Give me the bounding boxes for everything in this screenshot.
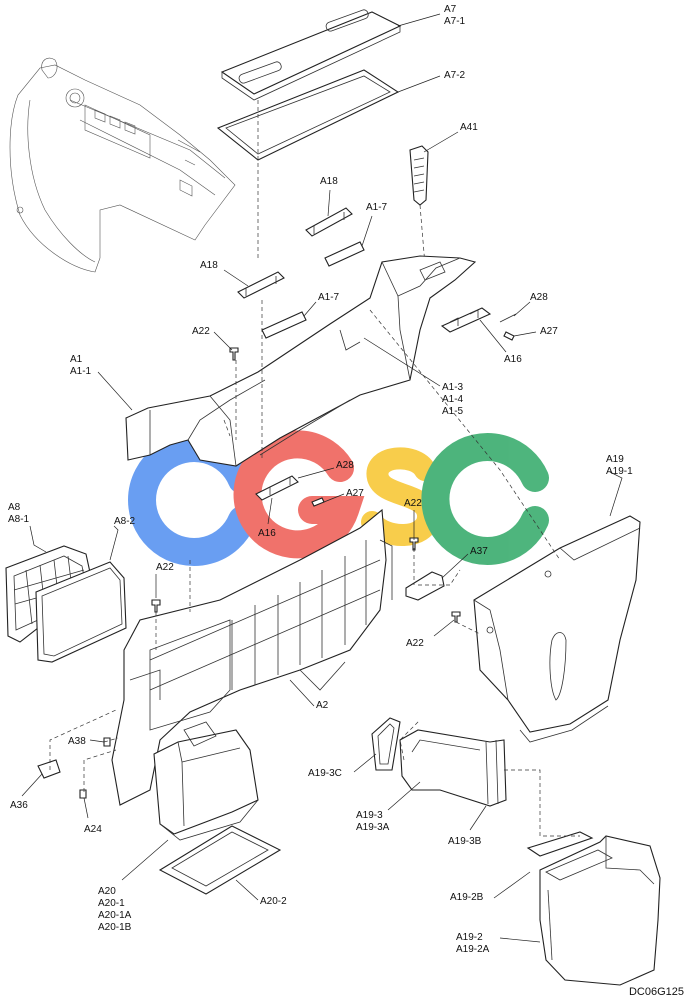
watermark <box>128 430 549 566</box>
part-a22-screw-right <box>451 611 461 623</box>
label-a36: A36 <box>10 800 28 811</box>
label-a1-7-top: A1-7 <box>366 202 388 213</box>
background-dashboard <box>9 57 236 273</box>
part-a22-screw-left <box>151 599 161 613</box>
drawing-code: DC06G125 <box>629 986 684 998</box>
part-a7-lid <box>220 9 402 101</box>
part-a18-clip-left <box>237 271 285 299</box>
assembly-lines <box>49 300 580 837</box>
part-a22-screw-top <box>229 347 239 361</box>
label-a7-2: A7-2 <box>444 70 466 81</box>
part-a22-screw-center <box>409 537 419 551</box>
label-a38: A38 <box>68 736 86 747</box>
part-a27-screw <box>503 331 515 341</box>
part-a1-7-strip-top <box>324 241 365 267</box>
label-a2: A2 <box>316 700 329 711</box>
label-a28-mid: A28 <box>336 460 354 471</box>
part-a19-duct <box>473 515 641 743</box>
watermark-letter <box>233 430 365 559</box>
label-a19-3c: A19-3C <box>308 768 342 779</box>
label-a41: A41 <box>460 122 478 133</box>
label-a24: A24 <box>84 824 102 835</box>
label-a18-left: A18 <box>200 260 218 271</box>
part-a19-3-elbow-duct <box>399 729 507 807</box>
part-a2-lower-panel <box>111 508 393 806</box>
assembly-line <box>419 204 426 266</box>
part-a20-2-seal <box>158 825 282 895</box>
label-a16-mid: A16 <box>258 528 276 539</box>
label-a22-left: A22 <box>156 562 174 573</box>
label-a22-center: A22 <box>404 498 422 509</box>
part-a20-box <box>153 721 259 841</box>
label-a8-2: A8-2 <box>114 516 136 527</box>
part-a16-bracket-right <box>440 307 492 333</box>
part-a36-clip <box>37 759 61 779</box>
part-a38-pin <box>103 737 111 747</box>
part-a19-2-lower-duct <box>539 835 661 986</box>
label-a20-2: A20-2 <box>260 896 287 907</box>
part-a19-2b-seal <box>526 831 594 857</box>
part-a41-handle <box>409 145 429 206</box>
part-a18-clip-top <box>305 207 353 237</box>
label-a19-3b: A19-3B <box>448 836 482 847</box>
label-a22-top: A22 <box>192 326 210 337</box>
part-a37-bracket <box>405 571 445 601</box>
part-a28-pin <box>499 313 517 323</box>
label-a16-right: A16 <box>504 354 522 365</box>
label-a27-right: A27 <box>540 326 558 337</box>
label-a27-mid: A27 <box>346 488 364 499</box>
part-a1-7-strip-mid <box>261 311 307 339</box>
part-a1-console-cover <box>125 255 477 467</box>
watermark-letter <box>361 447 439 546</box>
part-a8-2-seal <box>35 561 127 663</box>
part-a24-pin <box>79 789 87 799</box>
label-a28-right: A28 <box>530 292 548 303</box>
label-a22-right: A22 <box>406 638 424 649</box>
label-a1-7-mid: A1-7 <box>318 292 340 303</box>
part-a19-3c-gasket <box>371 717 401 771</box>
part-a16-bracket-mid <box>255 475 299 501</box>
label-a19-2b: A19-2B <box>450 892 484 903</box>
watermark-letter <box>421 433 549 565</box>
leader-lines <box>21 13 623 943</box>
label-a18-top: A18 <box>320 176 338 187</box>
label-a37: A37 <box>470 546 488 557</box>
